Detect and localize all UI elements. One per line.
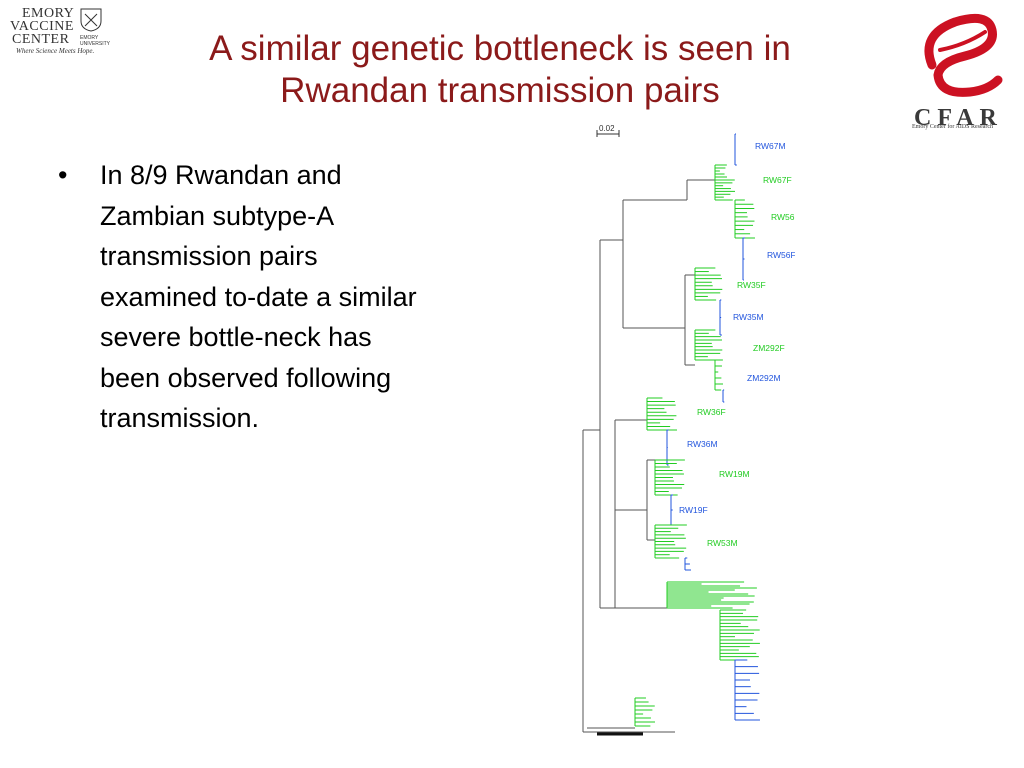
tree-label: RW19F bbox=[679, 505, 708, 515]
title-line-2: Rwandan transmission pairs bbox=[280, 71, 720, 110]
emory-vaccine-center-logo: EMORY VACCINE CENTER EMORY UNIVERSITY Wh… bbox=[8, 6, 110, 56]
tree-label: RW19M bbox=[719, 469, 750, 479]
tree-clades bbox=[634, 133, 760, 727]
tree-label: RW53M bbox=[707, 538, 738, 548]
university-line-1: EMORY bbox=[80, 35, 99, 41]
scale-label: 0.02 bbox=[599, 124, 615, 133]
logo-line-1: EMORY bbox=[22, 6, 75, 21]
logo-line-3: CENTER bbox=[12, 32, 70, 47]
bullet-item: • In 8/9 Rwandan and Zambian subtype-A t… bbox=[58, 155, 438, 439]
shield-icon bbox=[80, 8, 102, 32]
tree-label: ZM292M bbox=[747, 373, 781, 383]
tree-label: RW35F bbox=[737, 280, 766, 290]
slide-title: A similar genetic bottleneck is seen in … bbox=[150, 28, 850, 112]
tree-label: RW36F bbox=[697, 407, 726, 417]
cfar-wordmark: CFAR bbox=[914, 105, 1003, 131]
tree-labels: RW67M RW67F RW56M RW56F RW35F RW35M ZM292F ZM29… bbox=[679, 141, 795, 548]
scale-bar: 0.02 bbox=[596, 124, 620, 137]
tree-trunk bbox=[582, 179, 715, 736]
bullet-list: • In 8/9 Rwandan and Zambian subtype-A t… bbox=[58, 155, 438, 439]
tree-label: RW67M bbox=[755, 141, 786, 151]
tree-label: RW36M bbox=[687, 439, 718, 449]
tree-label: RW56F bbox=[767, 250, 795, 260]
tree-label: RW67F bbox=[763, 175, 792, 185]
bullet-marker: • bbox=[58, 160, 68, 190]
phylogenetic-tree: RW67M RW67F RW56M RW56F RW35F RW35M ZM292F ZM29… bbox=[582, 124, 795, 736]
cfar-logo: CFAR Emory Center for AIDS Research bbox=[910, 10, 1010, 135]
logo-line-2: VACCINE bbox=[10, 19, 74, 34]
university-line-2: UNIVERSITY bbox=[80, 41, 111, 47]
bullet-text: In 8/9 Rwandan and Zambian subtype-A tra… bbox=[100, 160, 417, 433]
tree-label: RW56M bbox=[771, 212, 795, 222]
cfar-subtitle: Emory Center for AIDS Research bbox=[912, 124, 993, 130]
title-line-1: A similar genetic bottleneck is seen in bbox=[209, 29, 791, 68]
tree-label: RW35M bbox=[733, 312, 764, 322]
emory-university-mark: EMORY UNIVERSITY bbox=[80, 35, 110, 47]
cfar-swirl-icon bbox=[924, 13, 1003, 97]
tree-label: ZM292F bbox=[753, 343, 785, 353]
logo-tagline: Where Science Meets Hope. bbox=[16, 47, 95, 55]
